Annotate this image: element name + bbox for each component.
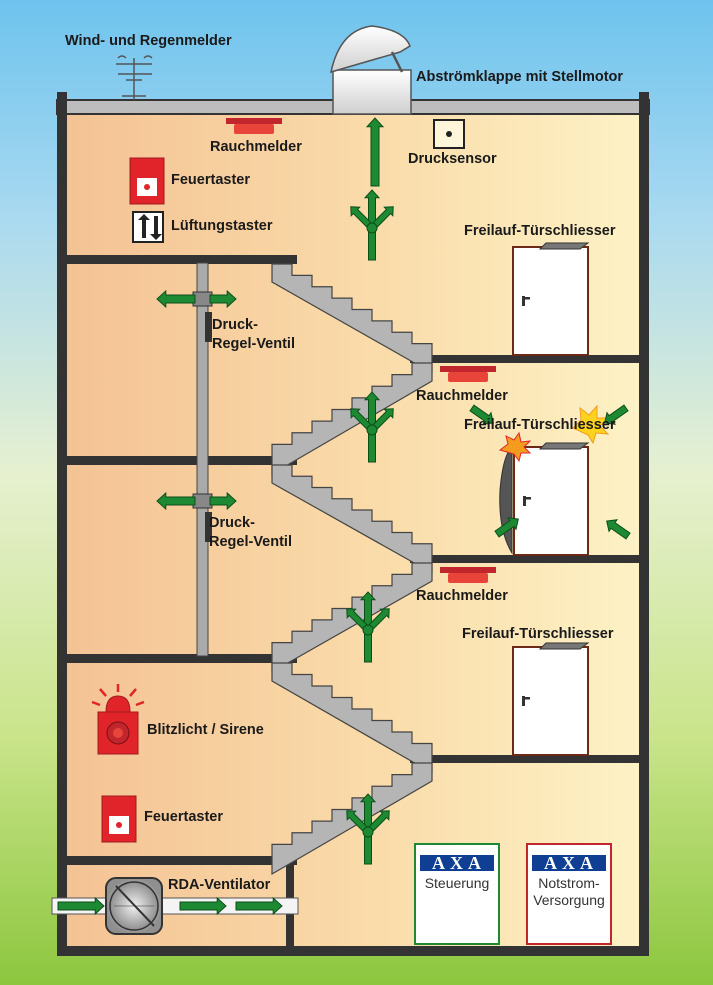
door-top: [512, 242, 590, 356]
fan-outflow-arrow: [235, 896, 283, 916]
axa-control-label: Steuerung: [424, 875, 490, 891]
wind-rain-sensor-icon: [116, 55, 153, 100]
right-wall: [639, 92, 649, 952]
airflow-node: [362, 826, 374, 838]
airflow-arrows: [57, 117, 631, 916]
vent-flap-dome: [330, 25, 412, 115]
pressure-valve-lower-label: Druck- Regel-Ventil: [209, 515, 292, 550]
pressure-sensor-label: Drucksensor: [408, 151, 497, 167]
airflow-node: [366, 222, 378, 234]
door-low: [512, 642, 590, 756]
smoke-inflow-arrow: [604, 404, 629, 425]
stair-flight: [271, 464, 433, 575]
pressure-valve-lower-icon: [192, 493, 213, 509]
left-wall: [57, 92, 67, 952]
axa-logo: AXA: [532, 855, 606, 871]
smoke-detector-top-label: Rauchmelder: [210, 139, 302, 155]
smoke-inflow-arrow: [469, 404, 494, 425]
ventilation-button-label: Lüftungstaster: [171, 218, 273, 234]
fire-button-top-label: Feuertaster: [171, 172, 250, 188]
floor-slab-left-4: [61, 255, 297, 264]
axa-control-box: AXA Steuerung: [414, 843, 500, 945]
door-closer-low-label: Freilauf-Türschliesser: [462, 626, 614, 642]
airflow-up-arrow: [365, 117, 385, 187]
floor-slab-left-1: [61, 856, 297, 865]
airflow-node: [366, 424, 378, 436]
smoke-detector-top-icon: [226, 118, 282, 134]
strobe-siren-label: Blitzlicht / Sirene: [147, 722, 264, 738]
stair-flight: [271, 362, 433, 476]
smoke-detector-low-icon: [440, 567, 496, 583]
axa-power-label: Notstrom- Versorgung: [533, 875, 605, 908]
ground-floor-slab: [57, 946, 649, 956]
floor-slab-left-2: [61, 654, 297, 663]
fire-button-top-icon: [129, 157, 165, 205]
valve-exhaust-arrow: [156, 491, 196, 511]
pressure-valve-upper-icon: [192, 291, 213, 307]
airflow-node: [362, 624, 374, 636]
valve-exhaust-arrow: [209, 289, 237, 309]
floor-slab-right-4: [410, 355, 644, 363]
wind-rain-sensor-label: Wind- und Regenmelder: [65, 33, 232, 49]
smoke-detector-mid-icon: [440, 366, 496, 382]
smoke-inflow-arrow: [606, 519, 631, 540]
floor-slab-right-2: [410, 755, 644, 763]
pressure-valve-upper-label: Druck- Regel-Ventil: [212, 317, 295, 352]
valve-exhaust-arrow: [209, 491, 237, 511]
floor-slab-left-3: [61, 456, 297, 465]
door-closer-mid-label: Freilauf-Türschliesser: [464, 417, 616, 433]
fan-inflow-arrow: [57, 896, 105, 916]
fan-outflow-arrow: [179, 896, 227, 916]
fire-button-bottom-icon: [101, 795, 137, 843]
stair-flight: [271, 263, 433, 375]
valve-exhaust-arrow: [156, 289, 196, 309]
staircase: [271, 263, 433, 876]
vent-flap-label: Abströmklappe mit Stellmotor: [416, 69, 624, 85]
smoke-detector-low-label: Rauchmelder: [416, 588, 508, 604]
vertical-air-duct: [196, 262, 209, 657]
axa-power-box: AXA Notstrom- Versorgung: [526, 843, 612, 945]
smoke-detector-mid-label: Rauchmelder: [416, 388, 508, 404]
pressure-sensor-icon: [433, 119, 465, 149]
ventilation-button-icon: [132, 211, 164, 243]
door-closer-top-label: Freilauf-Türschliesser: [464, 223, 616, 239]
fire-button-bottom-label: Feuertaster: [144, 809, 223, 825]
strobe-siren-icon: [91, 684, 145, 755]
axa-logo: AXA: [420, 855, 494, 871]
rda-fan-label: RDA-Ventilator: [168, 877, 271, 893]
floor-slab-right-3: [410, 555, 644, 563]
smoke-inflow-arrow: [494, 517, 519, 538]
stair-flight: [271, 662, 433, 775]
